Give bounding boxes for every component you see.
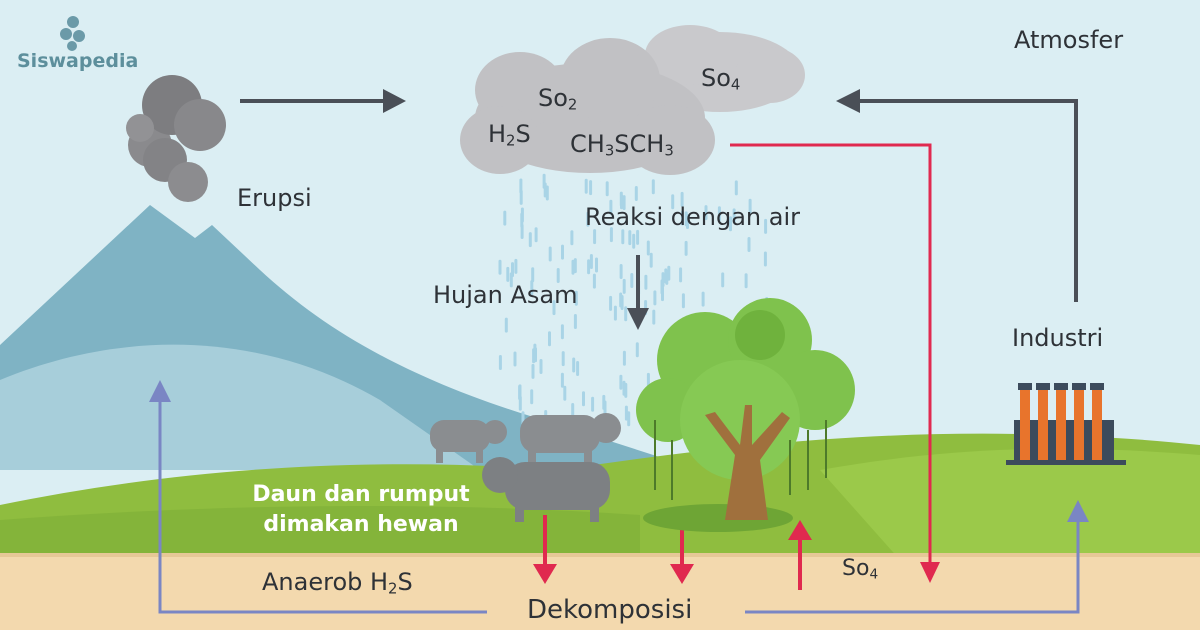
label-atmosfer: Atmosfer — [1014, 26, 1124, 54]
arrow-purple-left-loop — [149, 380, 487, 614]
compound-ch3sch3: CH3SCH3 — [570, 130, 674, 160]
label-erupsi: Erupsi — [237, 184, 312, 212]
mountain-mist — [0, 344, 480, 470]
compound-h2s: H2S — [488, 120, 531, 150]
label-daun-dan-rumput: Daun dan rumput dimakan hewan — [252, 482, 470, 537]
animal-buffalo-2 — [520, 413, 621, 466]
label-dekomposisi: Dekomposisi — [527, 595, 693, 625]
arrow-rain-down — [627, 255, 649, 330]
label-industri: Industri — [1012, 324, 1104, 352]
compound-so4-cloud: So4 — [701, 64, 741, 94]
label-anaerob-h2s: Anaerob H2S — [262, 568, 413, 598]
animal-buffalo-1 — [430, 420, 507, 463]
arrow-purple-right-loop — [745, 500, 1089, 614]
arrow-red-animal-down — [533, 515, 557, 584]
label-reaksi-dengan-air: Reaksi dengan air — [585, 203, 801, 231]
brand-name: Siswapedia — [17, 50, 139, 72]
animal-buffalo-3 — [482, 457, 610, 522]
compound-so2: So2 — [538, 84, 578, 114]
arrow-red-soil-to-tree — [788, 520, 812, 590]
tree — [636, 298, 855, 532]
arrow-erupsi-to-cloud — [240, 89, 406, 113]
volcano-smoke — [126, 75, 226, 202]
brand-logo-icon — [60, 16, 85, 51]
factory — [1006, 383, 1126, 465]
arrow-red-cloud-to-soil — [730, 143, 940, 583]
arrow-industri-to-atmosfer — [836, 89, 1078, 302]
soil-layer — [0, 555, 1200, 630]
soil-edge — [0, 553, 1200, 557]
label-so4-ground: So4 — [842, 556, 879, 583]
label-hujan-asam: Hujan Asam — [433, 281, 578, 309]
grass-hill-right — [820, 448, 1200, 560]
cloud-group — [460, 25, 805, 175]
